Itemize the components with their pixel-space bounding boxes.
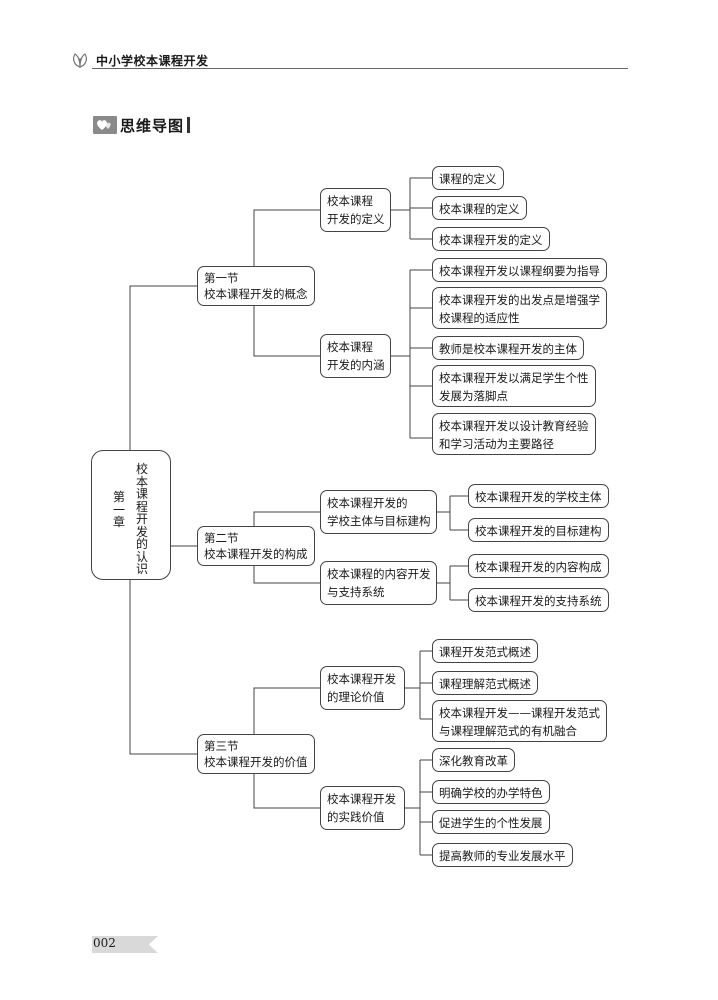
group-title-line: 与支持系统 — [327, 585, 385, 599]
root-node-chapter-1: 校本课程开发的认识 第一章 — [91, 450, 171, 580]
group-node-theory-value: 校本课程开发 的理论价值 — [320, 666, 405, 710]
root-chapter-label: 第一章 — [112, 490, 125, 529]
header-rule — [92, 68, 628, 69]
group-node-practice-value: 校本课程开发 的实践价值 — [320, 786, 405, 830]
group-title-line: 校本课程开发的 — [327, 496, 408, 510]
leaf-text: 课程开发范式概述 — [439, 645, 531, 659]
connector-group — [450, 565, 468, 601]
leaf-node: 校本课程的定义 — [432, 196, 527, 220]
connector-root — [129, 580, 197, 755]
leaf-text: 校本课程开发的出发点是增强学 — [439, 293, 600, 307]
page-number-tab — [92, 936, 158, 953]
group-title-line: 校本课程的内容开发 — [327, 567, 431, 581]
connector-section — [253, 774, 320, 809]
leaf-text: 教师是校本课程开发的主体 — [439, 342, 577, 356]
leaf-node: 促进学生的个性发展 — [432, 810, 550, 834]
connector-section — [253, 687, 320, 734]
connector-group — [420, 650, 432, 720]
leaf-text: 发展为落脚点 — [439, 389, 508, 403]
group-node-subject-goal: 校本课程开发的 学校主体与目标建构 — [320, 490, 437, 534]
leaf-node: 课程的定义 — [432, 166, 504, 190]
book-title: 中小学校本课程开发 — [96, 54, 209, 68]
leaf-text: 和学习活动为主要路径 — [439, 437, 554, 451]
leaf-text: 校本课程开发以满足学生个性 — [439, 371, 589, 385]
section-title-bar — [187, 117, 191, 133]
leaf-node: 校本课程开发以课程纲要为指导 — [432, 258, 607, 282]
connector-section — [253, 209, 320, 266]
leaf-node: 校本课程开发——课程开发范式 与课程理解范式的有机融合 — [432, 700, 607, 742]
section-node-2: 第二节 校本课程开发的构成 — [197, 526, 315, 566]
leaf-text: 校本课程开发的支持系统 — [475, 594, 602, 608]
section-node-3: 第三节 校本课程开发的价值 — [197, 734, 315, 774]
section-number: 第一节 — [204, 271, 239, 285]
leaf-text: 明确学校的办学特色 — [439, 786, 543, 800]
connector-group — [410, 177, 432, 240]
connector-section — [253, 566, 320, 584]
group-title-line: 校本课程 — [327, 194, 373, 208]
leaf-node: 教师是校本课程开发的主体 — [432, 336, 584, 360]
leaf-node: 课程开发范式概述 — [432, 639, 538, 663]
book-logo-icon — [73, 53, 87, 68]
leaf-node: 校本课程开发的定义 — [432, 227, 550, 251]
group-title-line: 校本课程开发 — [327, 792, 396, 806]
leaf-text: 校本课程的定义 — [439, 202, 520, 216]
section-node-1: 第一节 校本课程开发的概念 — [197, 266, 315, 306]
section-title: 校本课程开发的概念 — [204, 287, 308, 301]
connector-section — [253, 306, 320, 357]
leaf-node: 校本课程开发的支持系统 — [468, 588, 609, 612]
leaf-text: 校本课程开发以设计教育经验 — [439, 419, 589, 433]
heart-badge-icon — [93, 116, 117, 134]
root-title: 校本课程开发的认识 — [135, 462, 148, 576]
section-title: 思维导图 — [120, 116, 185, 135]
section-title: 校本课程开发的构成 — [204, 547, 308, 561]
leaf-text: 校本课程开发——课程开发范式 — [439, 706, 600, 720]
leaf-text: 深化教育改革 — [439, 754, 508, 768]
group-title-line: 的理论价值 — [327, 690, 385, 704]
leaf-node: 提高教师的专业发展水平 — [432, 843, 573, 867]
group-title-line: 校本课程开发 — [327, 672, 396, 686]
leaf-text: 校本课程开发的学校主体 — [475, 490, 602, 504]
section-number: 第二节 — [204, 531, 239, 545]
connector-group — [410, 269, 432, 439]
leaf-node: 校本课程开发以设计教育经验 和学习活动为主要路径 — [432, 413, 596, 455]
leaf-text: 校课程的适应性 — [439, 311, 520, 325]
group-node-connotation: 校本课程 开发的内涵 — [320, 334, 391, 378]
connector-group — [450, 495, 468, 531]
connector-section — [253, 511, 320, 526]
leaf-text: 课程的定义 — [439, 172, 497, 186]
leaf-node: 校本课程开发的内容构成 — [468, 554, 609, 578]
leaf-node: 课程理解范式概述 — [432, 671, 538, 695]
group-title-line: 开发的定义 — [327, 212, 385, 226]
leaf-text: 提高教师的专业发展水平 — [439, 849, 566, 863]
leaf-node: 深化教育改革 — [432, 748, 515, 772]
leaf-text: 校本课程开发以课程纲要为指导 — [439, 264, 600, 278]
leaf-text: 促进学生的个性发展 — [439, 816, 543, 830]
leaf-node: 校本课程开发的学校主体 — [468, 484, 609, 508]
leaf-node: 明确学校的办学特色 — [432, 780, 550, 804]
section-title: 校本课程开发的价值 — [204, 755, 308, 769]
leaf-text: 校本课程开发的定义 — [439, 233, 543, 247]
group-node-definition: 校本课程 开发的定义 — [320, 188, 391, 232]
connector-group — [420, 759, 432, 856]
connector-root — [129, 285, 197, 450]
leaf-text: 校本课程开发的目标建构 — [475, 524, 602, 538]
leaf-node: 校本课程开发以满足学生个性 发展为落脚点 — [432, 365, 596, 407]
leaf-node: 校本课程开发的出发点是增强学 校课程的适应性 — [432, 287, 607, 329]
group-title-line: 学校主体与目标建构 — [327, 514, 431, 528]
group-node-content-support: 校本课程的内容开发 与支持系统 — [320, 561, 437, 605]
group-title-line: 开发的内涵 — [327, 358, 385, 372]
page-number: 002 — [93, 936, 116, 950]
leaf-text: 课程理解范式概述 — [439, 677, 531, 691]
group-title-line: 校本课程 — [327, 340, 373, 354]
group-title-line: 的实践价值 — [327, 810, 385, 824]
section-number: 第三节 — [204, 739, 239, 753]
leaf-text: 与课程理解范式的有机融合 — [439, 724, 577, 738]
leaf-text: 校本课程开发的内容构成 — [475, 560, 602, 574]
leaf-node: 校本课程开发的目标建构 — [468, 518, 609, 542]
section-heading: 思维导图 — [93, 114, 191, 136]
